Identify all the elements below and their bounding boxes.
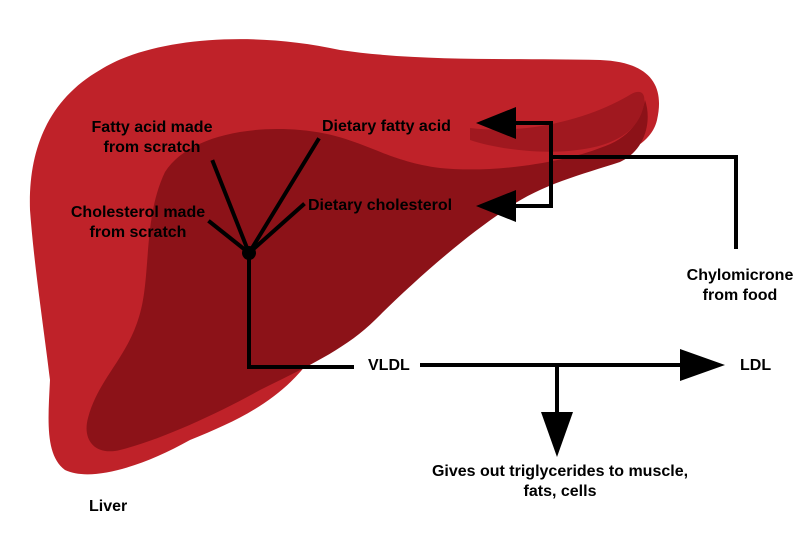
- dietary-cholesterol-arrowhead: [476, 190, 516, 222]
- liver-text: Liver: [89, 498, 128, 515]
- dietary-fatty-acid-text: Dietary fatty acid: [322, 118, 451, 135]
- dietary-fatty-acid-label: Dietary fatty acid: [322, 117, 451, 137]
- cholesterol-scratch-line: [207, 219, 252, 256]
- vldl-text: VLDL: [368, 357, 410, 374]
- chylomicrone-line2: from food: [702, 287, 778, 304]
- dietary-cholesterol-label: Dietary cholesterol: [308, 196, 452, 216]
- dietary-cholesterol-text: Dietary cholesterol: [308, 197, 453, 214]
- liver-inner-lobe: [86, 100, 648, 452]
- ldl-arrowhead: [680, 349, 725, 381]
- cholesterol-scratch-line1: Cholesterol made: [70, 204, 206, 221]
- ldl-text: LDL: [740, 357, 772, 374]
- triglycerides-line2: fats, cells: [523, 483, 597, 500]
- fatty-acid-scratch-label: Fatty acid made from scratch: [76, 118, 228, 158]
- fatty-acid-scratch-line2: from scratch: [103, 139, 201, 156]
- vldl-label: VLDL: [368, 356, 410, 376]
- fatty-acid-scratch-line1: Fatty acid made: [91, 119, 213, 136]
- chylomicrone-line1: Chylomicrone: [686, 267, 794, 284]
- junction-node: [242, 246, 256, 260]
- dietary-bracket: [511, 121, 553, 208]
- dietary-fatty-acid-line: [246, 137, 321, 256]
- fatty-acid-scratch-line: [210, 159, 252, 256]
- dietary-fatty-acid-arrowhead: [476, 107, 516, 139]
- chylomicrone-label: Chylomicrone from food: [680, 266, 800, 306]
- ldl-label: LDL: [740, 356, 771, 376]
- chylomicrone-connector: [549, 155, 738, 249]
- junction-to-vldl-line: [247, 251, 354, 369]
- triglycerides-label: Gives out triglycerides to muscle, fats,…: [400, 462, 720, 502]
- dietary-cholesterol-line: [246, 202, 306, 256]
- triglycerides-line1: Gives out triglycerides to muscle,: [431, 463, 689, 480]
- cholesterol-scratch-line2: from scratch: [89, 224, 187, 241]
- liver-label: Liver: [89, 497, 127, 517]
- triglycerides-arrowhead: [541, 412, 573, 457]
- cholesterol-scratch-label: Cholesterol made from scratch: [58, 203, 218, 243]
